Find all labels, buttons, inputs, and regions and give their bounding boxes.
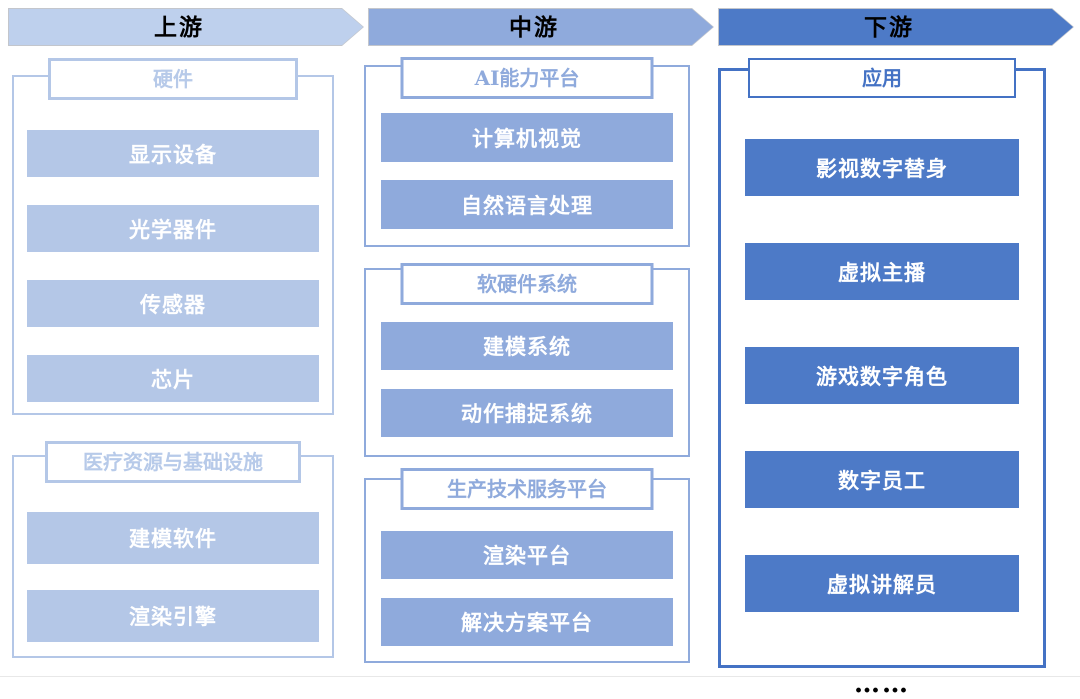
- item-modeling-system: 建模系统: [381, 322, 673, 370]
- group-title-resources-infrastructure: 医疗资源与基础设施: [45, 441, 301, 483]
- group-title-applications: 应用: [748, 58, 1016, 98]
- group-box-hardware: 硬件 显示设备 光学器件 传感器 芯片: [12, 58, 334, 415]
- item-motion-capture-system: 动作捕捉系统: [381, 389, 673, 437]
- group-box-production-service-platform: 生产技术服务平台 渲染平台 解决方案平台: [364, 468, 690, 663]
- arrow-body: 下游: [719, 9, 1073, 45]
- stage-arrow-midstream: 中游: [368, 8, 714, 46]
- item-natural-language-processing: 自然语言处理: [381, 180, 673, 229]
- more-items-ellipsis: ……: [854, 669, 910, 699]
- item-film-digital-double: 影视数字替身: [745, 139, 1019, 196]
- item-virtual-presenter: 虚拟讲解员: [745, 555, 1019, 612]
- group-items: 计算机视觉 自然语言处理: [366, 67, 688, 245]
- item-digital-employee: 数字员工: [745, 451, 1019, 508]
- item-optical-components: 光学器件: [27, 205, 319, 252]
- stage-label-midstream: 中游: [509, 13, 559, 41]
- group-items: 建模系统 动作捕捉系统: [366, 270, 688, 455]
- group-items: 建模软件 渲染引擎: [14, 457, 332, 656]
- item-modeling-software: 建模软件: [27, 512, 319, 564]
- group-box-applications: 应用 影视数字替身 虚拟主播 游戏数字角色 数字员工 虚拟讲解员 ……: [718, 58, 1046, 697]
- stage-label-upstream: 上游: [154, 13, 204, 41]
- item-rendering-engine: 渲染引擎: [27, 590, 319, 642]
- item-rendering-platform: 渲染平台: [381, 531, 673, 579]
- item-virtual-anchor: 虚拟主播: [745, 243, 1019, 300]
- group-title-ai-capability-platform: AI能力平台: [400, 57, 654, 99]
- arrow-body: 中游: [369, 9, 713, 45]
- arrow-body: 上游: [9, 9, 363, 45]
- item-computer-vision: 计算机视觉: [381, 113, 673, 162]
- item-sensors: 传感器: [27, 280, 319, 327]
- group-items: 影视数字替身 虚拟主播 游戏数字角色 数字员工 虚拟讲解员 ……: [721, 71, 1043, 697]
- group-title-hardware: 硬件: [48, 58, 298, 100]
- stage-arrow-upstream: 上游: [8, 8, 364, 46]
- stage-label-downstream: 下游: [864, 13, 914, 41]
- group-items: 渲染平台 解决方案平台: [366, 480, 688, 661]
- group-title-software-hardware-systems: 软硬件系统: [400, 263, 654, 305]
- group-title-production-service-platform: 生产技术服务平台: [400, 468, 654, 510]
- group-box-ai-capability-platform: AI能力平台 计算机视觉 自然语言处理: [364, 57, 690, 247]
- item-solution-platform: 解决方案平台: [381, 598, 673, 646]
- stage-arrow-downstream: 下游: [718, 8, 1074, 46]
- item-chips: 芯片: [27, 355, 319, 402]
- item-display-devices: 显示设备: [27, 130, 319, 177]
- item-game-digital-character: 游戏数字角色: [745, 347, 1019, 404]
- group-box-resources-infrastructure: 医疗资源与基础设施 建模软件 渲染引擎: [12, 441, 334, 658]
- group-box-software-hardware-systems: 软硬件系统 建模系统 动作捕捉系统: [364, 263, 690, 457]
- group-items: 显示设备 光学器件 传感器 芯片: [14, 77, 332, 413]
